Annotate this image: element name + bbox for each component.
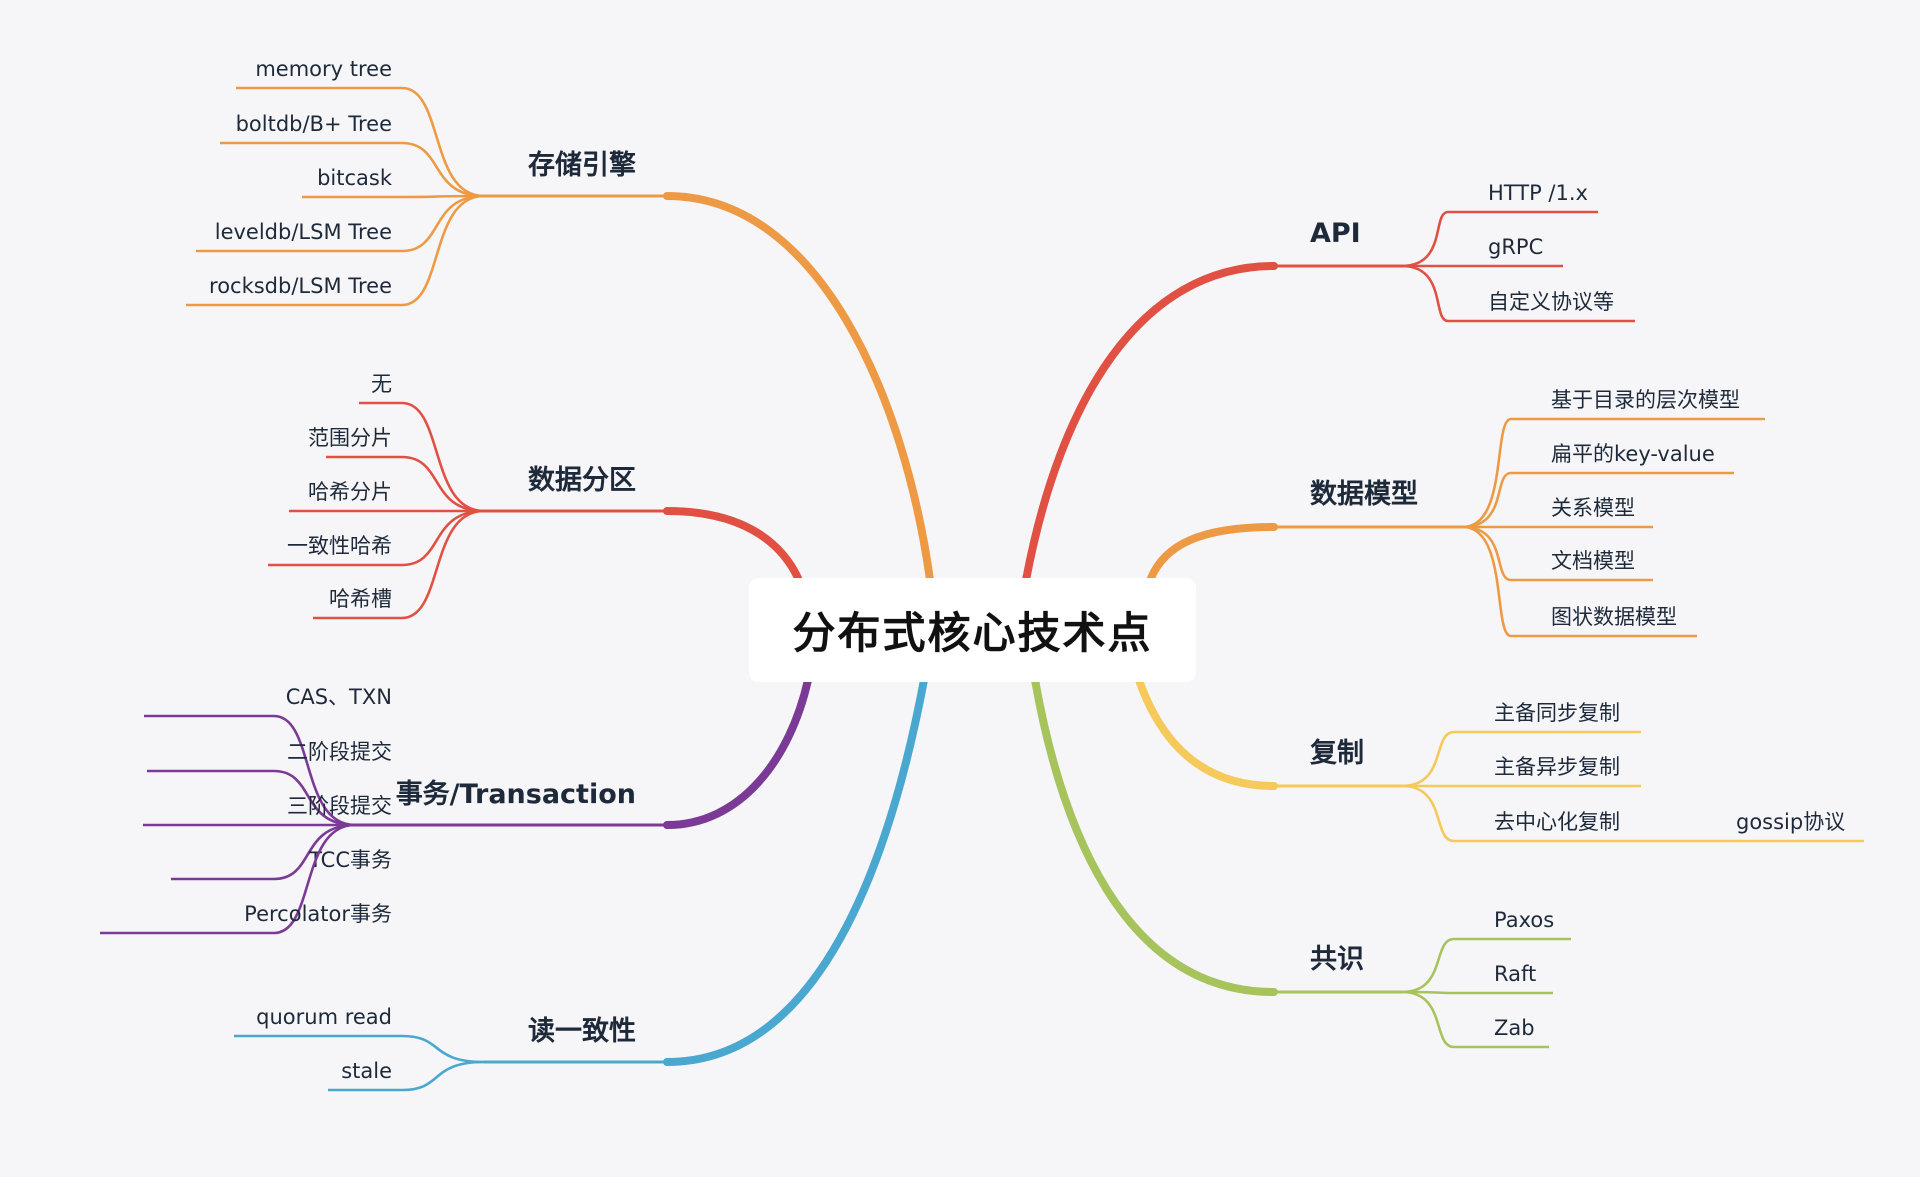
branch-curve xyxy=(1147,523,1278,582)
child-connector xyxy=(1462,417,1765,529)
child-connector xyxy=(1401,730,1641,788)
child-topic[interactable]: leveldb/LSM Tree xyxy=(215,220,392,244)
child-topic[interactable]: 自定义协议等 xyxy=(1488,290,1614,314)
branch-label[interactable]: 复制 xyxy=(1310,738,1364,769)
branch-connector xyxy=(1137,679,1402,788)
branch-label[interactable]: 事务/Transaction xyxy=(396,779,636,810)
child-connector xyxy=(328,1060,485,1092)
branch-label[interactable]: 共识 xyxy=(1310,944,1364,975)
child-connector xyxy=(144,714,356,827)
branch-curve xyxy=(1135,676,1278,790)
child-topic[interactable]: memory tree xyxy=(255,57,392,81)
child-topic[interactable]: gRPC xyxy=(1488,235,1543,259)
child-connector xyxy=(1401,937,1571,994)
branch-curve xyxy=(1031,676,1278,996)
child-topic[interactable]: 范围分片 xyxy=(308,426,392,450)
branch-label[interactable]: 数据分区 xyxy=(528,465,636,496)
child-topic[interactable]: HTTP /1.x xyxy=(1488,181,1588,205)
child-topic[interactable]: 关系模型 xyxy=(1551,496,1635,520)
child-connector xyxy=(1401,264,1635,323)
branch-connector xyxy=(484,509,800,579)
branch-curve xyxy=(1022,262,1278,584)
child-topic[interactable]: 三阶段提交 xyxy=(287,794,392,818)
branch-label[interactable]: 存储引擎 xyxy=(528,149,636,181)
child-connector xyxy=(1401,990,1549,1049)
child-connector xyxy=(234,1034,485,1064)
child-topic[interactable]: 二阶段提交 xyxy=(287,740,392,764)
child-topic[interactable]: Zab xyxy=(1494,1016,1535,1040)
child-topic[interactable]: CAS、TXN xyxy=(286,685,392,709)
child-connector xyxy=(1401,210,1598,268)
child-topic[interactable]: 无 xyxy=(371,372,392,396)
branch-connector xyxy=(484,679,926,1064)
child-topic[interactable]: 哈希分片 xyxy=(308,480,392,504)
child-topic[interactable]: 主备同步复制 xyxy=(1494,701,1620,725)
child-connector xyxy=(359,401,485,513)
child-topic[interactable]: boltdb/B+ Tree xyxy=(236,112,392,136)
child-topic[interactable]: 图状数据模型 xyxy=(1551,605,1677,629)
child-connector xyxy=(100,823,356,935)
child-topic[interactable]: TCC事务 xyxy=(308,848,392,872)
branch-label[interactable]: API xyxy=(1310,218,1361,249)
child-topic[interactable]: Percolator事务 xyxy=(244,902,392,926)
child-topic[interactable]: 基于目录的层次模型 xyxy=(1551,388,1740,412)
child-topic[interactable]: rocksdb/LSM Tree xyxy=(209,274,392,298)
child-connector xyxy=(302,194,485,199)
child-connector xyxy=(326,455,485,513)
child-connector xyxy=(1462,525,1653,582)
child-connector xyxy=(1462,525,1697,638)
child-topic[interactable]: Paxos xyxy=(1494,908,1554,932)
branch-curve xyxy=(663,507,802,582)
child-connector xyxy=(147,769,356,827)
branch-label[interactable]: 读一致性 xyxy=(528,1015,636,1047)
child-topic[interactable]: 去中心化复制 xyxy=(1494,810,1620,834)
child-connector xyxy=(1401,990,1553,995)
child-topic[interactable]: Raft xyxy=(1494,962,1536,986)
branch-connector xyxy=(484,194,932,581)
child-topic[interactable]: 哈希槽 xyxy=(329,587,392,611)
branch-curve xyxy=(663,676,928,1066)
child-connector xyxy=(171,823,356,881)
child-topic[interactable]: 扁平的key-value xyxy=(1551,442,1715,466)
branch-curve xyxy=(663,676,812,829)
branch-label[interactable]: 数据模型 xyxy=(1310,479,1418,510)
child-connector xyxy=(1462,471,1734,529)
grandchild-topic[interactable]: gossip协议 xyxy=(1736,810,1845,834)
child-topic[interactable]: 文档模型 xyxy=(1551,549,1635,573)
child-connector xyxy=(220,141,485,198)
child-connector xyxy=(186,194,485,307)
child-connector xyxy=(313,509,485,620)
child-connector xyxy=(236,86,485,198)
child-connector xyxy=(196,194,485,253)
child-connector xyxy=(1401,784,1864,843)
child-connector xyxy=(268,509,485,567)
child-topic[interactable]: 主备异步复制 xyxy=(1494,755,1620,779)
central-topic[interactable]: 分布式核心技术点 xyxy=(749,578,1196,682)
child-topic[interactable]: quorum read xyxy=(256,1005,392,1029)
branch-curve xyxy=(663,192,934,584)
child-topic[interactable]: bitcask xyxy=(317,166,393,190)
child-topic[interactable]: 一致性哈希 xyxy=(287,534,392,558)
child-topic[interactable]: stale xyxy=(341,1059,392,1083)
